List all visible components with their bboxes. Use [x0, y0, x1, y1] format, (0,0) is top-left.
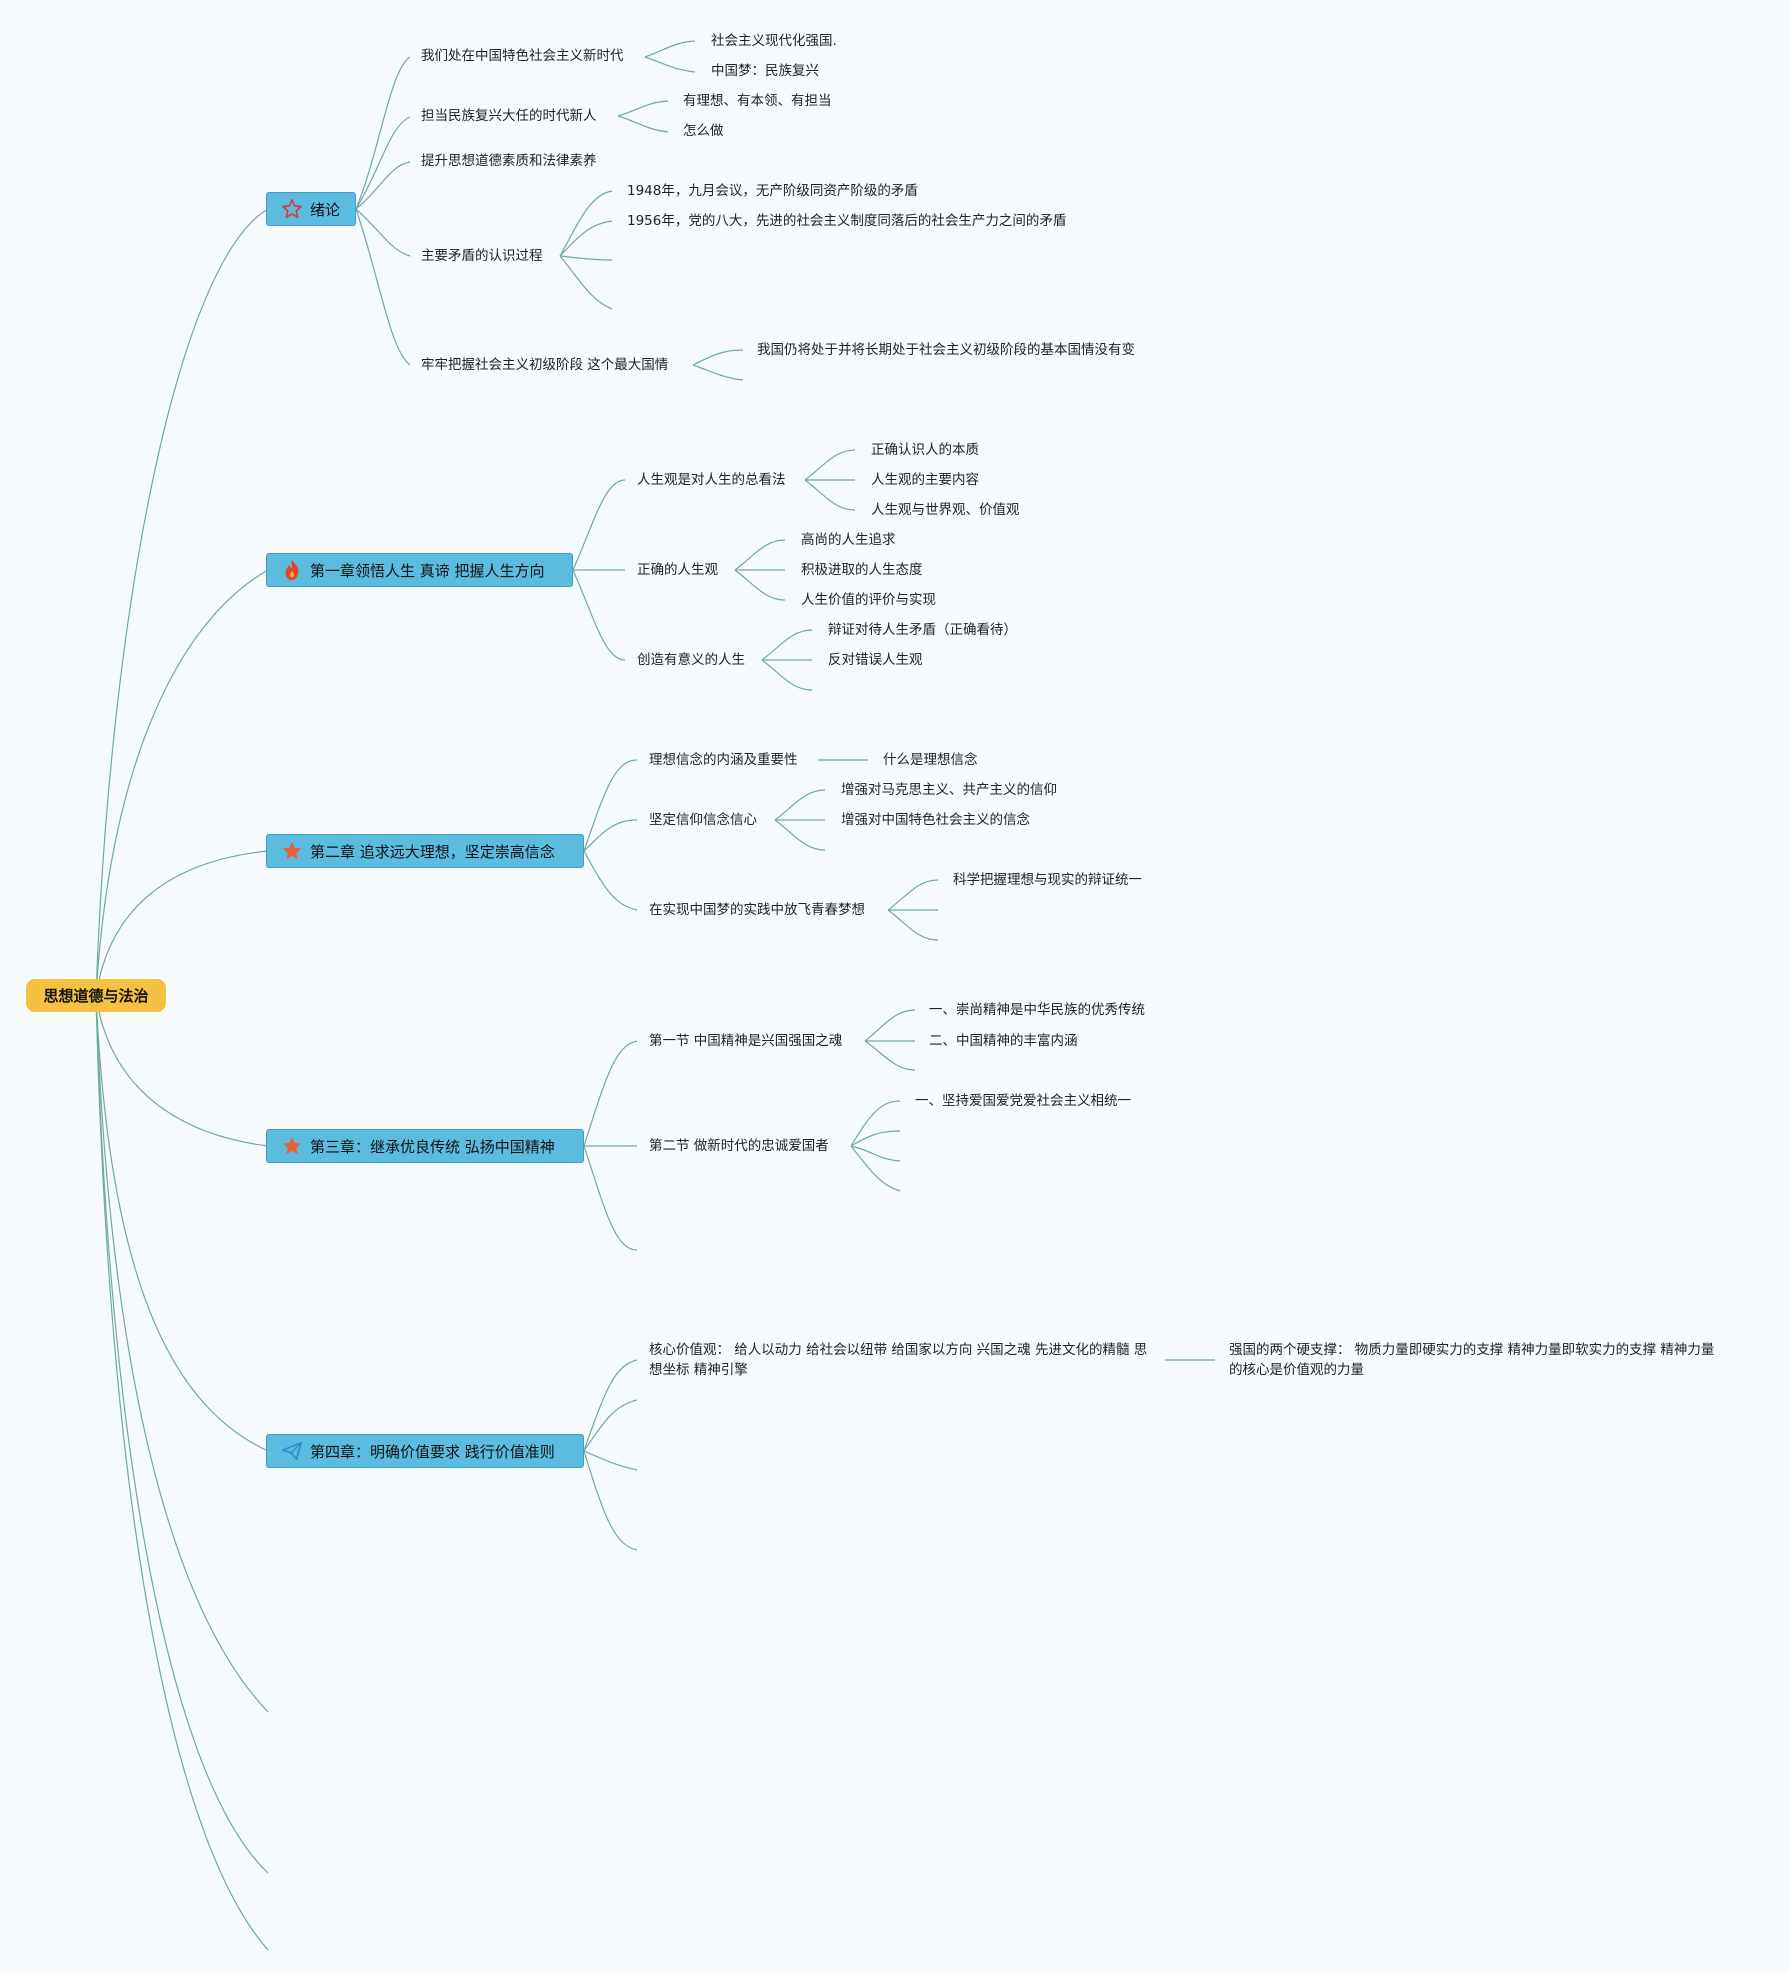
node-ch4-core-a[interactable]: 强国的两个硬支撑： 物质力量即硬实力的支撑 精神力量即软实力的支撑 精神力量的核… [1229, 1342, 1715, 1378]
node-intro-contradiction-a[interactable]: 1948年，九月会议，无产阶级同资产阶级的矛盾 [627, 183, 918, 199]
node-ch3-section1[interactable]: 第一节 中国精神是兴国强国之魂 [649, 1033, 843, 1049]
chapter-label: 第一章领悟人生 真谛 把握人生方向 [310, 561, 545, 580]
node-intro-newpeople-b[interactable]: 怎么做 [683, 123, 724, 139]
node-intro-era-a[interactable]: 社会主义现代化强国. [711, 33, 837, 49]
node-intro-contradiction[interactable]: 主要矛盾的认识过程 [421, 248, 543, 264]
star-outline-icon [280, 197, 304, 221]
chapter-node-intro[interactable]: 绪论 [266, 192, 356, 226]
node-ch1-view-a[interactable]: 正确认识人的本质 [871, 442, 979, 458]
fire-icon [280, 558, 304, 582]
paper-plane-icon [280, 1439, 304, 1463]
node-ch1-meaning-a[interactable]: 辩证对待人生矛盾（正确看待） [828, 622, 1017, 638]
node-ch3-section2-a[interactable]: 一、坚持爱国爱党爱社会主义相统一 [915, 1093, 1131, 1109]
chapter-label: 绪论 [310, 200, 341, 219]
node-ch3-section1-a[interactable]: 一、崇尚精神是中华民族的优秀传统 [929, 1002, 1145, 1018]
node-ch1-view[interactable]: 人生观是对人生的总看法 [637, 472, 786, 488]
node-ch1-meaning[interactable]: 创造有意义的人生 [637, 652, 745, 668]
node-ch2-dream-a[interactable]: 科学把握理想与现实的辩证统一 [953, 872, 1142, 888]
node-ch1-correct-a[interactable]: 高尚的人生追求 [801, 532, 896, 548]
node-ch1-view-b[interactable]: 人生观的主要内容 [871, 472, 979, 488]
node-ch3-section1-b[interactable]: 二、中国精神的丰富内涵 [929, 1033, 1078, 1049]
chapter-node-4[interactable]: 第四章：明确价值要求 践行价值准则 [266, 1434, 584, 1468]
chapter-label: 第二章 追求远大理想，坚定崇高信念 [310, 842, 555, 861]
chapter-node-2[interactable]: 第二章 追求远大理想，坚定崇高信念 [266, 834, 584, 868]
node-ch1-meaning-b[interactable]: 反对错误人生观 [828, 652, 923, 668]
node-ch2-ideal[interactable]: 理想信念的内涵及重要性 [649, 752, 798, 768]
node-ch2-ideal-a[interactable]: 什么是理想信念 [883, 752, 978, 768]
node-intro-stage-a[interactable]: 我国仍将处于并将长期处于社会主义初级阶段的基本国情没有变 [757, 342, 1135, 358]
node-ch1-correct[interactable]: 正确的人生观 [637, 562, 718, 578]
star-icon [280, 1134, 304, 1158]
node-ch4-core[interactable]: 核心价值观： 给人以动力 给社会以纽带 给国家以方向 兴国之魂 先进文化的精髓 … [649, 1342, 1148, 1378]
node-ch1-view-c[interactable]: 人生观与世界观、价值观 [871, 502, 1020, 518]
node-intro-quality[interactable]: 提升思想道德素质和法律素养 [421, 153, 597, 169]
root-node[interactable]: 思想道德与法治 [26, 979, 166, 1012]
node-ch2-belief[interactable]: 坚定信仰信念信心 [649, 812, 757, 828]
node-intro-newpeople-a[interactable]: 有理想、有本领、有担当 [683, 93, 832, 109]
node-ch3-section2[interactable]: 第二节 做新时代的忠诚爱国者 [649, 1138, 829, 1154]
chapter-node-3[interactable]: 第三章：继承优良传统 弘扬中国精神 [266, 1129, 584, 1163]
chapter-node-1[interactable]: 第一章领悟人生 真谛 把握人生方向 [266, 553, 573, 587]
node-ch2-belief-b[interactable]: 增强对中国特色社会主义的信念 [841, 812, 1030, 828]
node-intro-era[interactable]: 我们处在中国特色社会主义新时代 [421, 48, 624, 64]
node-intro-era-b[interactable]: 中国梦：民族复兴 [711, 63, 819, 79]
chapter-label: 第四章：明确价值要求 践行价值准则 [310, 1442, 555, 1461]
node-ch1-correct-c[interactable]: 人生价值的评价与实现 [801, 592, 936, 608]
node-intro-contradiction-b[interactable]: 1956年，党的八大，先进的社会主义制度同落后的社会生产力之间的矛盾 [627, 213, 1067, 229]
node-ch2-dream[interactable]: 在实现中国梦的实践中放飞青春梦想 [649, 902, 865, 918]
node-intro-newpeople[interactable]: 担当民族复兴大任的时代新人 [421, 108, 597, 124]
node-intro-stage[interactable]: 牢牢把握社会主义初级阶段 这个最大国情 [421, 357, 669, 373]
node-ch2-belief-a[interactable]: 增强对马克思主义、共产主义的信仰 [841, 782, 1057, 798]
star-icon [280, 839, 304, 863]
chapter-label: 第三章：继承优良传统 弘扬中国精神 [310, 1137, 555, 1156]
node-ch1-correct-b[interactable]: 积极进取的人生态度 [801, 562, 923, 578]
